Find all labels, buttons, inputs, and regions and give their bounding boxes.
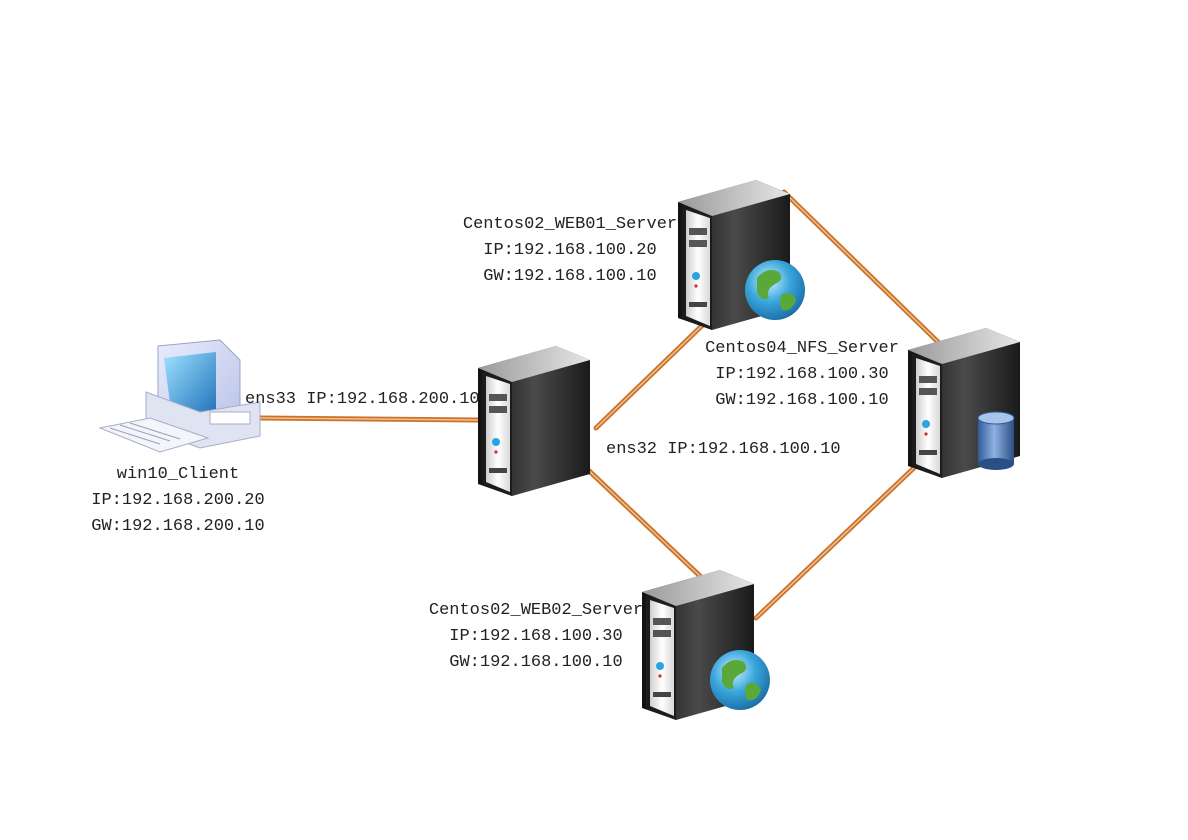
nfs-label: Centos04_NFS_Server IP:192.168.100.30 GW…: [704, 336, 900, 414]
database-icon: [977, 411, 1015, 470]
web02-gw: GW:192.168.100.10: [449, 653, 623, 672]
nfs-name: Centos04_NFS_Server: [705, 339, 899, 358]
link-client-gateway: [257, 415, 481, 423]
web02-name: Centos02_WEB02_Server: [428, 601, 644, 620]
link-gateway-web01: [593, 313, 715, 431]
web02-label: Centos02_WEB02_Server IP:192.168.100.30 …: [428, 598, 644, 676]
client-name: win10_Client: [116, 465, 240, 484]
nfs-ip: IP:192.168.100.30: [715, 365, 889, 384]
client-ip: IP:192.168.200.20: [91, 491, 265, 510]
gateway-left-interface: ens33 IP:192.168.200.10: [245, 390, 480, 409]
link-gateway-web02: [581, 463, 703, 579]
nfs-server-icon: [908, 328, 1020, 478]
nfs-gw: GW:192.168.100.10: [715, 391, 889, 410]
desktop-computer-icon: [98, 339, 261, 453]
web01-label: Centos02_WEB01_Server IP:192.168.100.20 …: [462, 212, 678, 290]
client-label: win10_Client IP:192.168.200.20 GW:192.16…: [88, 462, 268, 540]
link-web01-nfs: [781, 189, 941, 345]
web02-server-icon: [642, 570, 770, 720]
web01-server-icon: [678, 180, 805, 330]
globe-icon: [710, 650, 770, 710]
web01-name: Centos02_WEB01_Server: [462, 215, 678, 234]
gateway-server-icon: [478, 346, 590, 496]
web02-ip: IP:192.168.100.30: [449, 627, 623, 646]
web01-ip: IP:192.168.100.20: [483, 241, 657, 260]
client-gw: GW:192.168.200.10: [91, 517, 265, 536]
globe-icon: [745, 260, 805, 320]
web01-gw: GW:192.168.100.10: [483, 267, 657, 286]
link-web02-nfs: [753, 461, 921, 621]
gateway-right-interface: ens32 IP:192.168.100.10: [606, 440, 841, 459]
